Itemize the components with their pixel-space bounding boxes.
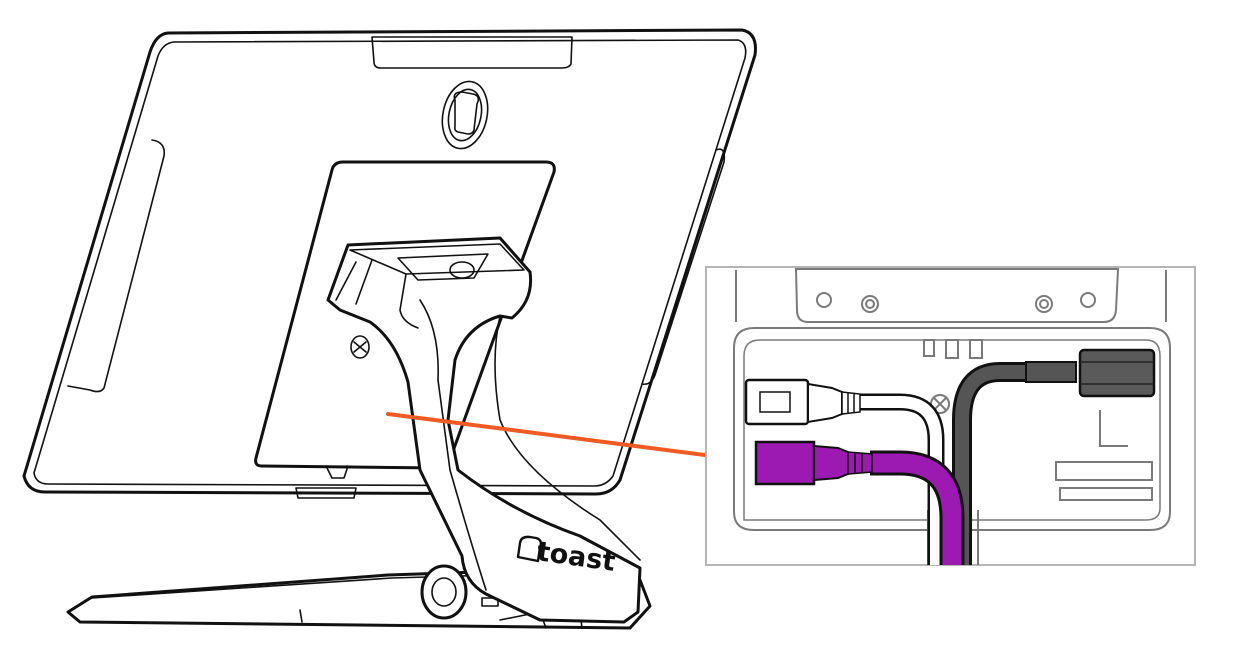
terminal-illustration: toast <box>22 28 757 630</box>
port-detail-inset <box>705 266 1196 566</box>
hinge-knob <box>420 564 468 620</box>
highlighted-cable-strain-relief <box>847 451 873 475</box>
highlighted-cable <box>754 440 965 565</box>
power-cable-core <box>955 365 1076 565</box>
stand-arm: toast <box>326 236 642 624</box>
ethernet-cable <box>744 378 945 565</box>
toast-back-emblem-icon <box>441 80 489 150</box>
screw-icon <box>350 335 370 359</box>
toast-logo-icon <box>516 535 543 563</box>
power-cable <box>952 348 1156 565</box>
